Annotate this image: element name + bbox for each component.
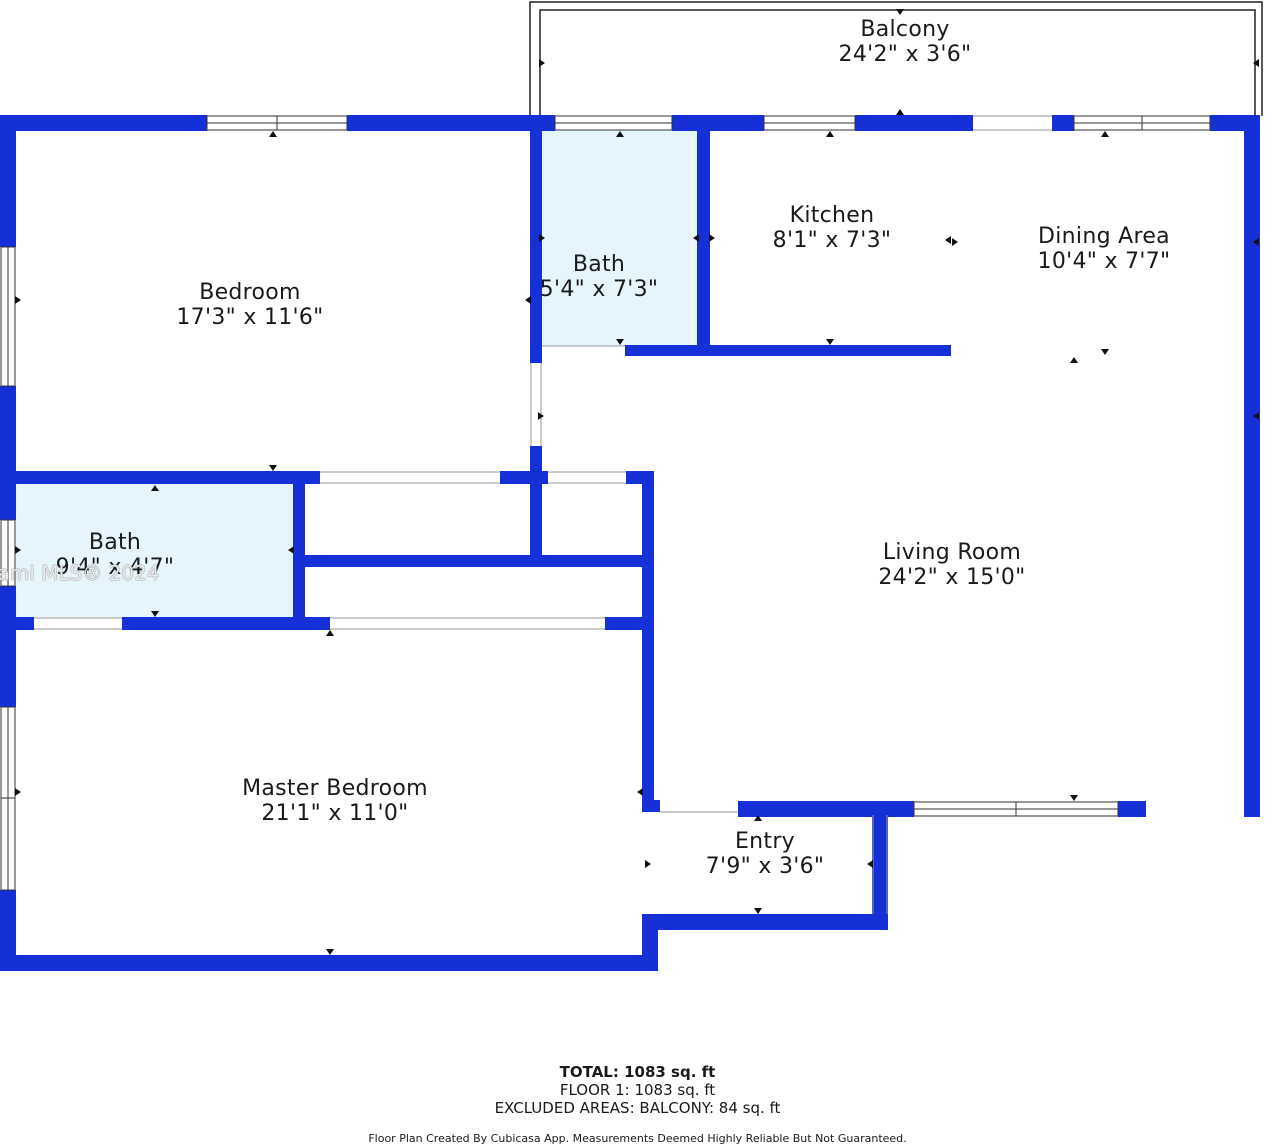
- dimension-marker: [896, 109, 904, 115]
- watermark: iami MLS® 2024: [0, 561, 160, 585]
- room-label-bath-upper: Bath 5'4" x 7'3": [529, 252, 669, 302]
- dimension-marker: [151, 485, 159, 491]
- room-label-balcony: Balcony 24'2" x 3'6": [805, 17, 1005, 67]
- room-label-kitchen: Kitchen 8'1" x 7'3": [752, 203, 912, 253]
- room-name: Balcony: [860, 17, 950, 42]
- dimension-marker: [269, 131, 277, 137]
- dimension-marker: [645, 860, 651, 868]
- room-name: Master Bedroom: [242, 776, 428, 801]
- room-name: Living Room: [882, 540, 1022, 565]
- bath-lower-floor: [16, 484, 294, 617]
- dimension-marker: [151, 611, 159, 617]
- dimension-markers: [15, 9, 1259, 955]
- dimension-marker: [539, 59, 545, 67]
- windows: [0, 115, 1211, 891]
- room-dims: 24'2" x 3'6": [838, 42, 972, 67]
- dimension-marker: [952, 238, 958, 246]
- dimension-marker: [1101, 131, 1109, 137]
- room-dims: 9'4" x 4'7": [55, 555, 175, 580]
- bath-upper-floor: [540, 130, 698, 346]
- dimension-marker: [693, 234, 699, 242]
- dimension-marker: [826, 131, 834, 137]
- dimension-marker: [539, 234, 545, 242]
- openings: [34, 115, 1052, 914]
- walls: [0, 115, 1260, 971]
- room-label-entry: Entry 7'9" x 3'6": [685, 829, 845, 879]
- dimension-marker: [896, 9, 904, 15]
- room-dims: 24'2" x 15'0": [878, 565, 1026, 590]
- disclaimer: Floor Plan Created By Cubicasa App. Meas…: [368, 1132, 907, 1145]
- total-area: TOTAL: 1083 sq. ft: [559, 1063, 716, 1081]
- dimension-marker: [1070, 357, 1078, 363]
- room-dims: 8'1" x 7'3": [772, 228, 892, 253]
- room-dims: 7'9" x 3'6": [705, 854, 825, 879]
- room-label-bath-lower: Bath 9'4" x 4'7": [35, 530, 195, 580]
- room-label-living: Living Room 24'2" x 15'0": [842, 540, 1062, 590]
- dimension-marker: [326, 630, 334, 636]
- dimension-marker: [1253, 412, 1259, 420]
- dimension-marker: [637, 788, 643, 796]
- dimension-marker: [709, 234, 715, 242]
- floor-area: FLOOR 1: 1083 sq. ft: [559, 1081, 716, 1099]
- dimension-marker: [288, 546, 294, 554]
- room-name: Kitchen: [789, 203, 875, 228]
- room-label-dining: Dining Area 10'4" x 7'7": [1004, 224, 1204, 274]
- room-dims: 5'4" x 7'3": [539, 277, 659, 302]
- room-label-bedroom: Bedroom 17'3" x 11'6": [140, 280, 360, 330]
- dimension-marker: [15, 296, 21, 304]
- dimension-marker: [15, 788, 21, 796]
- dimension-marker: [1070, 795, 1078, 801]
- dimension-marker: [1101, 349, 1109, 355]
- dimension-marker: [538, 412, 544, 420]
- room-name: Bath: [88, 530, 142, 555]
- room-name: Bath: [572, 252, 626, 277]
- dimension-marker: [1253, 59, 1259, 67]
- room-dims: 10'4" x 7'7": [1037, 249, 1171, 274]
- dimension-marker: [867, 860, 873, 868]
- dimension-marker: [525, 296, 531, 304]
- room-name: Bedroom: [199, 280, 301, 305]
- dimension-marker: [1253, 238, 1259, 246]
- dimension-marker: [754, 908, 762, 914]
- dimension-marker: [826, 339, 834, 345]
- room-name: Entry: [734, 829, 796, 854]
- room-name: Dining Area: [1038, 224, 1170, 249]
- room-dims: 21'1" x 11'0": [261, 801, 409, 826]
- room-label-master-bedroom: Master Bedroom 21'1" x 11'0": [215, 776, 455, 826]
- dimension-marker: [754, 815, 762, 821]
- dimension-marker: [616, 339, 624, 345]
- room-dims: 17'3" x 11'6": [176, 305, 324, 330]
- excluded-areas: EXCLUDED AREAS: BALCONY: 84 sq. ft: [494, 1099, 781, 1117]
- dimension-marker: [15, 546, 21, 554]
- dimension-marker: [326, 949, 334, 955]
- dimension-marker: [945, 236, 951, 244]
- dimension-marker: [616, 131, 624, 137]
- dimension-marker: [269, 465, 277, 471]
